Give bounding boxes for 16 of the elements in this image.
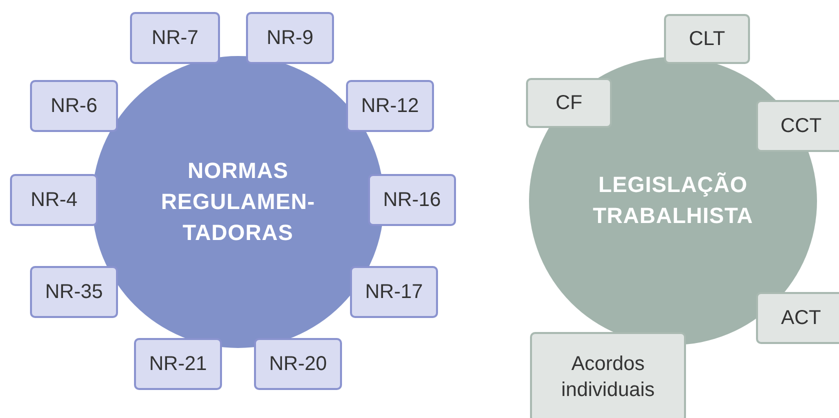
category-tag: NR-6 bbox=[30, 80, 118, 132]
category-tag: NR-20 bbox=[254, 338, 342, 390]
category-tag: NR-21 bbox=[134, 338, 222, 390]
topic-title: NORMAS REGULAMEN- TADORAS bbox=[160, 156, 316, 246]
category-tag: CLT bbox=[664, 14, 750, 64]
category-tag: NR-4 bbox=[10, 174, 98, 226]
category-tag: NR-12 bbox=[346, 80, 434, 132]
category-tag: NR-17 bbox=[350, 266, 438, 318]
category-tag: Acordos individuais bbox=[530, 332, 686, 418]
category-tag: ACT bbox=[756, 292, 839, 344]
category-tag: NR-9 bbox=[246, 12, 334, 64]
category-tag: NR-7 bbox=[130, 12, 220, 64]
category-tag: NR-16 bbox=[368, 174, 456, 226]
topic-title: LEGISLAÇÃO TRABALHISTA bbox=[592, 171, 754, 230]
category-tag: CCT bbox=[756, 100, 839, 152]
category-tag: NR-35 bbox=[30, 266, 118, 318]
